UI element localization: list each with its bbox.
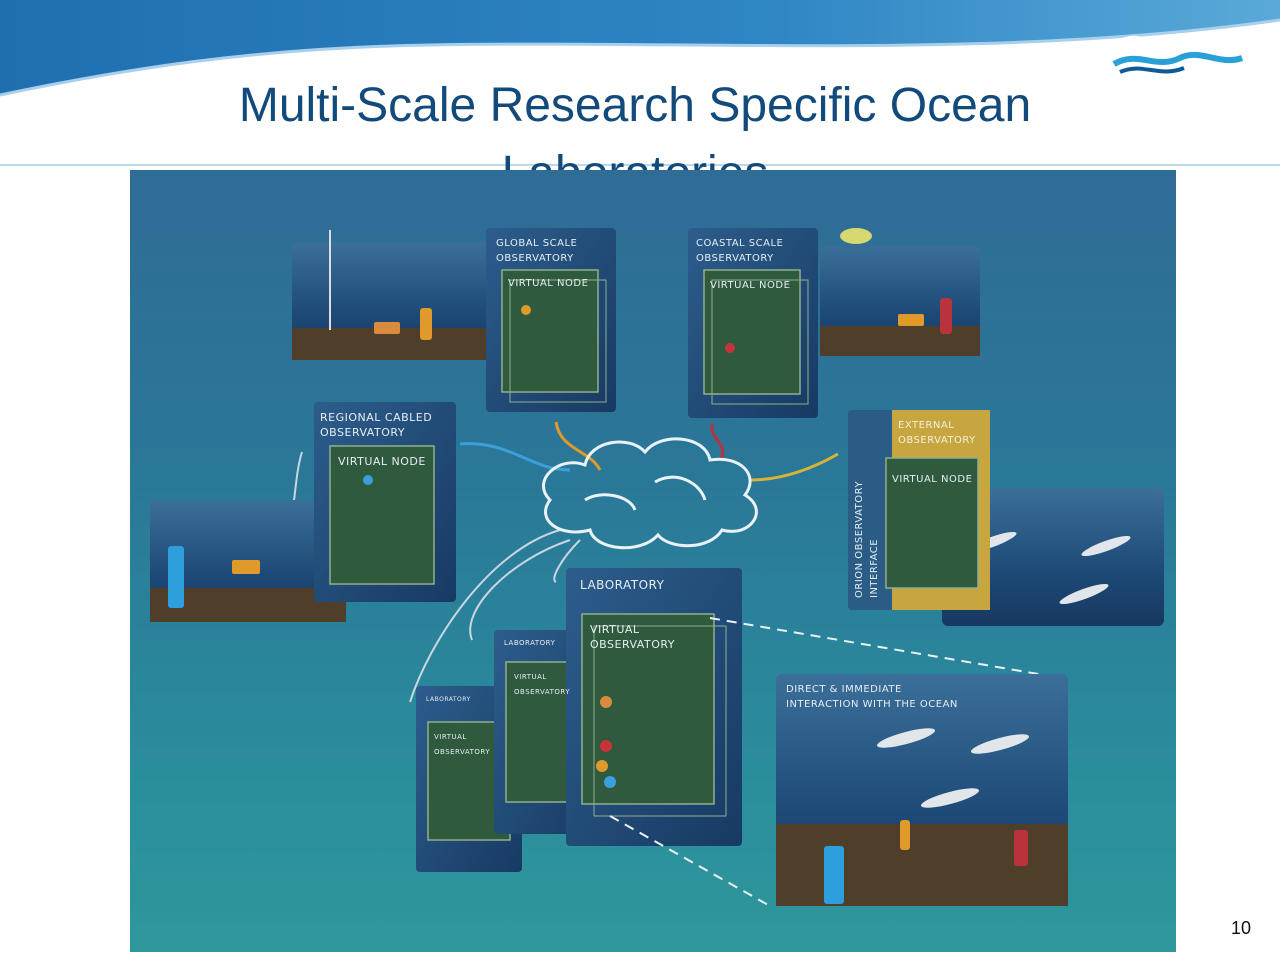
regional-virtual-node-label: VIRTUAL NODE: [338, 455, 426, 468]
diagram-artwork: [150, 228, 1164, 907]
network-cloud: [542, 437, 758, 550]
global-scale-panel: [486, 228, 616, 412]
laboratory-small-node-label: VIRTUAL OBSERVATORY: [434, 733, 491, 756]
scene-top-right: [820, 228, 980, 356]
cable-external: [749, 452, 839, 482]
scene-right-gliders: [942, 488, 1164, 626]
external-observatory-panel: [848, 410, 990, 610]
external-virtual-node-label: VIRTUAL NODE: [892, 474, 973, 485]
ocean-observatory-diagram: GLOBAL SCALE OBSERVATORY VIRTUAL NODE CO…: [130, 170, 1176, 952]
laboratory-mid-label: LABORATORY: [504, 639, 556, 647]
page-number: 10: [1230, 918, 1252, 938]
scene-left: [150, 500, 346, 622]
laboratory-mid-node-label: VIRTUAL OBSERVATORY: [514, 673, 571, 696]
global-scale-label: GLOBAL SCALE OBSERVATORY: [496, 238, 578, 264]
scene-top-left: [292, 230, 492, 360]
cable-coastal: [710, 423, 725, 461]
laboratory-main-panel: [566, 568, 742, 846]
laboratory-small-label: LABORATORY: [426, 696, 471, 703]
ooi-logo: OOI: [1110, 25, 1244, 84]
external-observatory-label: EXTERNAL OBSERVATORY: [898, 420, 976, 446]
interaction-label: DIRECT & IMMEDIATE INTERACTION WITH THE …: [786, 684, 958, 710]
regional-cabled-panel: [314, 402, 456, 602]
laboratory-main-label: LABORATORY: [580, 578, 665, 592]
coastal-scale-label: COASTAL SCALE OBSERVATORY: [696, 238, 784, 264]
regional-cabled-label: REGIONAL CABLED OBSERVATORY: [320, 411, 433, 439]
laboratory-main-node-label: VIRTUAL OBSERVATORY: [590, 623, 676, 651]
global-virtual-node-label: VIRTUAL NODE: [508, 278, 589, 289]
cable-regional: [459, 442, 571, 472]
coastal-virtual-node-label: VIRTUAL NODE: [710, 280, 791, 291]
header-wave-band: [0, 0, 1280, 166]
orion-interface-label: ORION OBSERVATORY INTERFACE: [854, 480, 880, 598]
cable-global: [554, 421, 602, 471]
interaction-scene: [776, 674, 1068, 906]
coastal-scale-panel: [688, 228, 818, 418]
